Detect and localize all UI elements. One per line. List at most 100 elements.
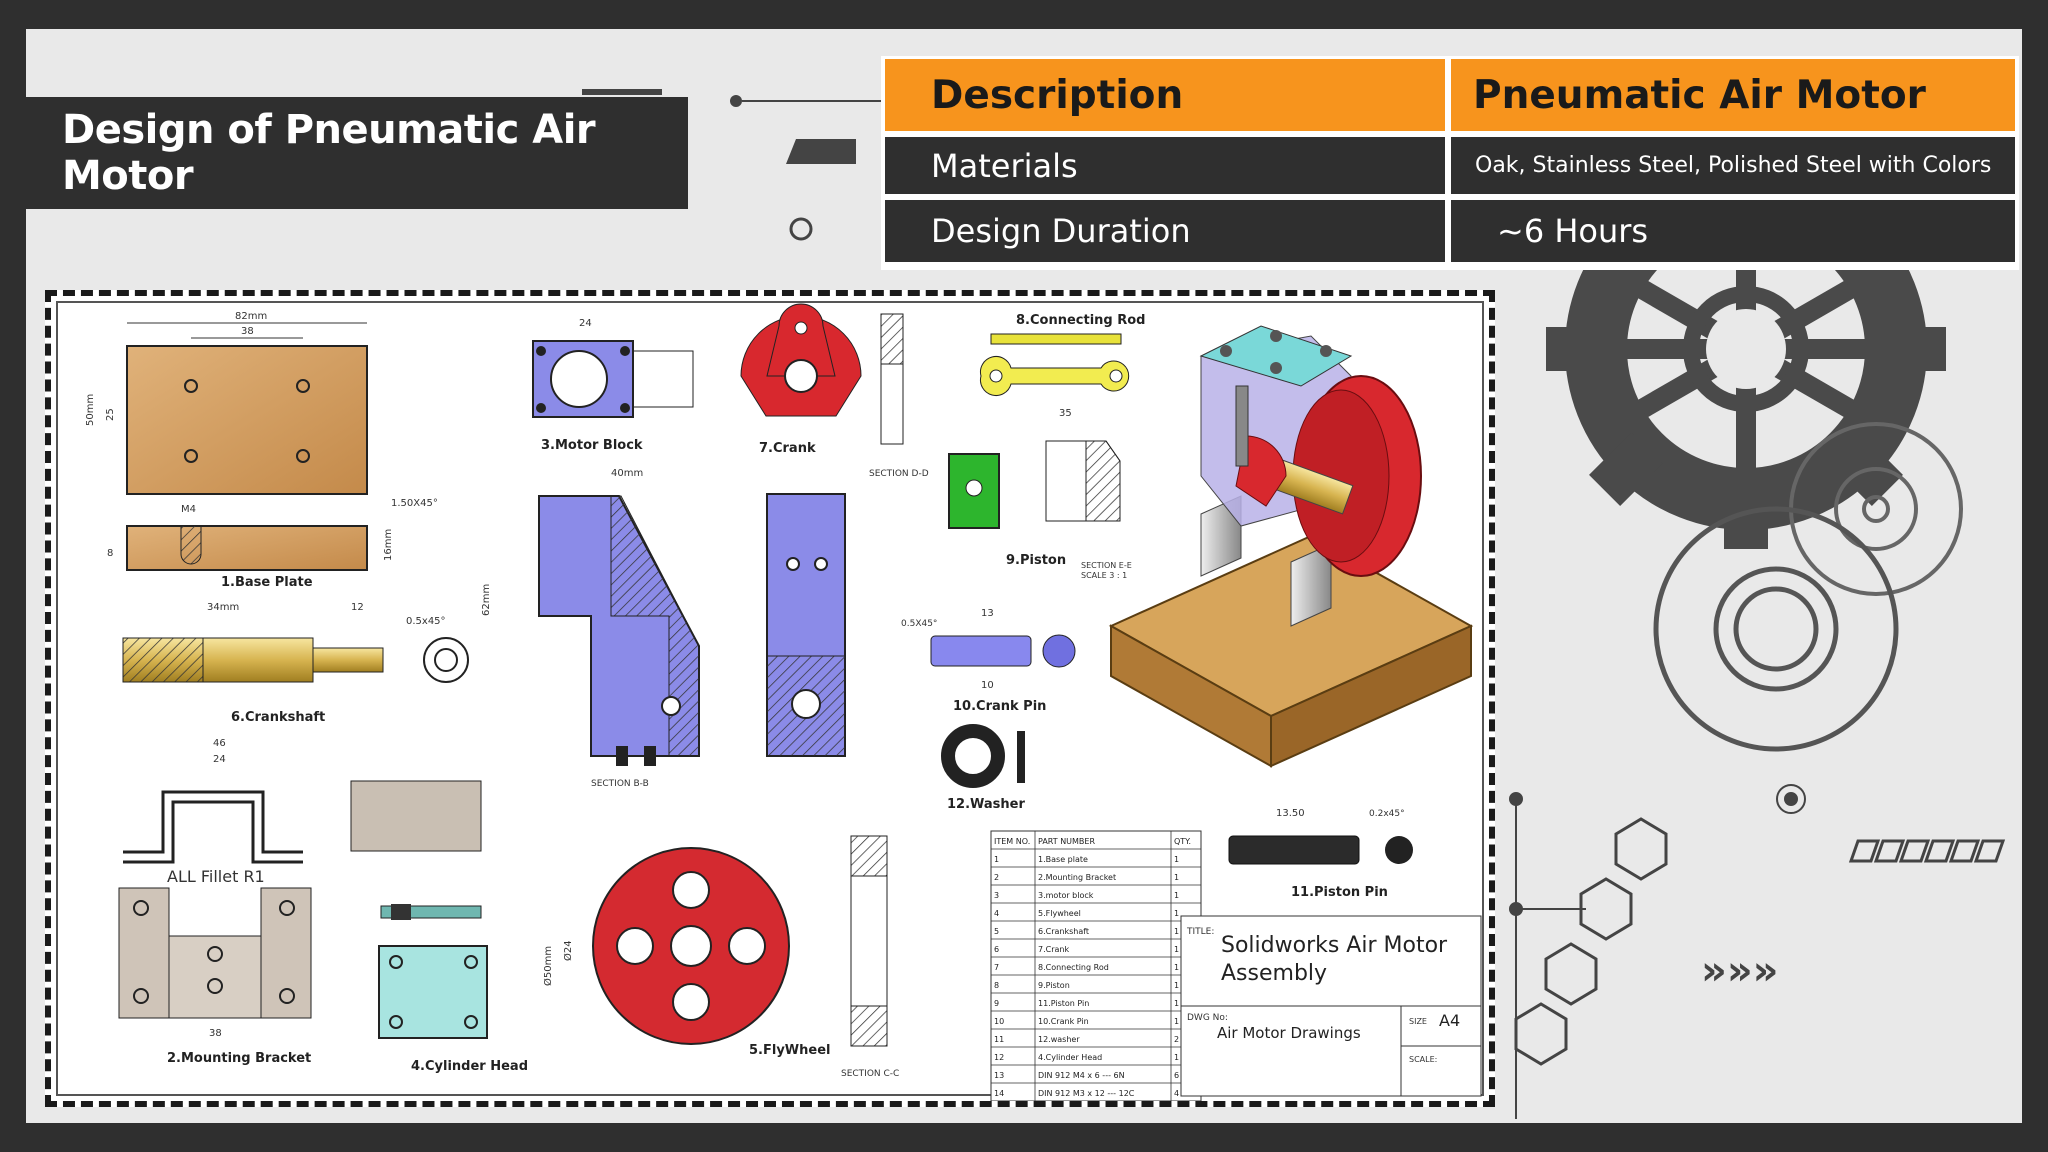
bom-cell: DIN 912 M4 x 6 --- 6N [1038,1071,1125,1080]
bom-cell: 1 [1174,891,1179,900]
bom-cell: 1 [1174,1017,1179,1026]
part-crank-pin: 0.5X45° 13 10 10.Crank Pin [901,608,1076,714]
bom-cell: 1 [1174,981,1179,990]
dim-ppin-chamfer: 0.2x45° [1369,809,1405,819]
bom-header-cell: ITEM NO. [994,837,1030,846]
dim-base-25: 25 [105,408,116,421]
slanted-bars-decoration [1848,839,2006,863]
dwg-value: Air Motor Drawings [1217,1024,1361,1042]
materials-value: Oak, Stainless Steel, Polished Steel wit… [1451,137,2015,194]
bom-cell: 5.Flywheel [1038,909,1081,918]
part-mounting-bracket: 46 24 ALL Fillet R1 38 2.Mounting Bracke… [118,738,482,1066]
dim-block-40: 40mm [611,468,643,479]
part-piston-pin: 13.50 0.2x45° 11.Piston Pin [1228,808,1413,900]
dim-flywheel-diameter: Ø50mm [542,946,554,986]
note-scale: SCALE 3 : 1 [1081,571,1127,580]
bom-cell: 12.washer [1038,1035,1080,1044]
bom-cell: 1 [1174,999,1179,1008]
bom-cell: 10 [994,1017,1004,1026]
bom-header-cell: PART NUMBER [1038,837,1095,846]
bom-cell: 9.Piston [1038,981,1070,990]
scale-label: SCALE: [1409,1055,1437,1064]
bom-cell: 10.Crank Pin [1038,1017,1089,1026]
part-motor-block: 24 3.Motor Block 40mm 62mm SECTION B-B [481,318,846,789]
title-line-2: Assembly [1221,961,1327,986]
title-label: TITLE: [1186,927,1214,937]
bom-cell: 13 [994,1071,1004,1080]
dim-bracket-38: 38 [209,1028,222,1039]
part-flywheel: Ø50mm Ø24 5.FlyWheel SECTION C-C [542,835,899,1079]
bom-cell: 14 [994,1089,1004,1098]
bom-cell: DIN 912 M3 x 12 --- 12C [1038,1089,1135,1098]
slide-title: Design of Pneumatic Air Motor [26,97,688,209]
title-line-1: Solidworks Air Motor [1221,933,1448,958]
bom-cell: 4 [1174,1089,1179,1098]
part-base-plate: 82mm 38 50mm 25 M4 1.50X45° 16mm 8 1.Bas… [85,311,438,590]
bom-cell: 11 [994,1035,1004,1044]
slide: »»» Design of Pneumatic Air Motor Descri… [26,29,2022,1123]
bom-cell: 7 [994,963,999,972]
bom-cell: 1 [994,855,999,864]
description-header: Description [885,59,1445,131]
bom-cell: 8.Connecting Rod [1038,963,1109,972]
dim-base-width: 82mm [235,311,267,322]
label-piston: 9.Piston [1006,553,1066,568]
note-section-cc: SECTION C-C [841,1069,899,1079]
bom-cell: 2.Mounting Bracket [1038,873,1116,882]
part-connecting-rod: 8.Connecting Rod 35 [979,313,1146,419]
note-section-dd: SECTION D-D [869,469,929,479]
dim-base-m4: M4 [181,504,196,515]
bom-cell: 1.Base plate [1038,855,1088,864]
size-value: A4 [1439,1011,1460,1030]
materials-label: Materials [885,137,1445,194]
assembly-3d-view [1108,325,1474,768]
part-piston: 9.Piston SECTION E-E SCALE 3 : 1 [948,440,1132,580]
dim-block-62: 62mm [481,584,492,616]
dim-block-24: 24 [579,318,592,329]
label-mounting-bracket: 2.Mounting Bracket [167,1051,311,1066]
note-section-ee: SECTION E-E [1081,561,1132,570]
dim-shaft-34: 34mm [207,602,239,613]
label-cylinder-head: 4.Cylinder Head [411,1059,528,1074]
part-crankshaft: 34mm 12 0.5x45° 6.Crankshaft [122,602,469,725]
bom-cell: 2 [1174,1035,1179,1044]
bom-cell: 1 [1174,927,1179,936]
bom-cell: 1 [1174,963,1179,972]
dim-flywheel-24: Ø24 [562,940,574,961]
dim-rod-35: 35 [1059,408,1072,419]
bom-cell: 6 [994,945,999,954]
bom-cell: 1 [1174,873,1179,882]
dim-shaft-12: 12 [351,602,364,613]
dim-base-chamfer: 1.50X45° [391,498,438,509]
hexagon-pattern [1514,817,1668,1066]
dim-shaft-chamfer: 0.5x45° [406,616,446,627]
label-base-plate: 1.Base Plate [221,575,313,590]
label-connecting-rod: 8.Connecting Rod [1016,313,1146,328]
note-fillet: ALL Fillet R1 [167,867,265,886]
bom-cell: 4 [994,909,999,918]
bom-cell: 1 [1174,909,1179,918]
dim-pin-13: 13 [981,608,994,619]
gear-outline-icon [1653,506,1899,752]
dim-base-16: 16mm [383,529,394,561]
bom-cell: 7.Crank [1038,945,1069,954]
bom-cell: 3 [994,891,999,900]
bom-cell: 8 [994,981,999,990]
note-section-bb: SECTION B-B [591,779,649,789]
duration-label: Design Duration [885,200,1445,262]
bom-cell: 11.Piston Pin [1038,999,1089,1008]
part-crank: 7.Crank SECTION D-D [740,303,929,479]
bom-cell: 1 [1174,855,1179,864]
dim-pin-chamfer: 0.5X45° [901,619,937,629]
label-flywheel: 5.FlyWheel [749,1043,830,1058]
bom-cell: 6 [1174,1071,1179,1080]
dim-bracket-24: 24 [213,754,226,765]
title-block: TITLE: Solidworks Air Motor Assembly DWG… [1180,915,1482,1097]
bom-cell: 6.Crankshaft [1038,927,1089,936]
part-washer: 12.Washer [941,724,1025,812]
bom-cell: 1 [1174,1053,1179,1062]
label-crank-pin: 10.Crank Pin [953,699,1046,714]
part-cylinder-head: 4.Cylinder Head [378,904,528,1074]
chevron-decoration: »»» [1701,948,1779,994]
